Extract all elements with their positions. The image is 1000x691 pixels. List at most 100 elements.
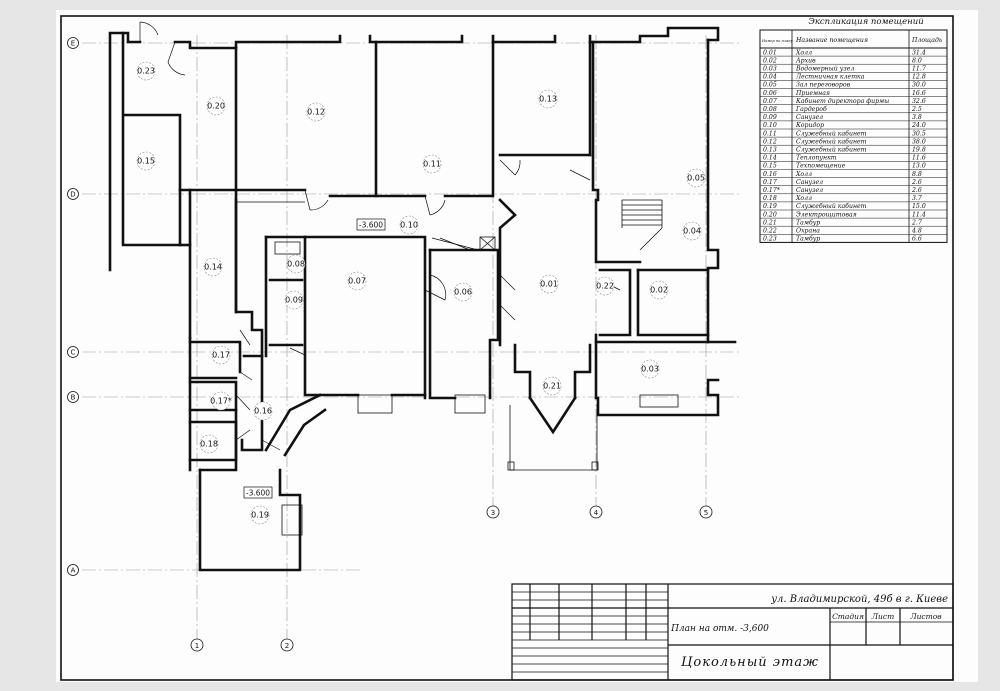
- table-cell: 2.7: [911, 219, 922, 226]
- table-cell: 0.03: [763, 66, 777, 73]
- room-marker: [595, 276, 615, 296]
- room-number: 0.14: [204, 263, 222, 272]
- table-cell: 0.14: [763, 155, 777, 162]
- stage-label: Стадия: [832, 612, 864, 621]
- drawing-name: План на отм. -3,600: [670, 624, 769, 634]
- room-marker: [453, 282, 473, 302]
- room-number: 0.17: [212, 351, 230, 360]
- table-cell: Санузел: [796, 187, 823, 194]
- sheets-label: Листов: [909, 612, 942, 621]
- room-label: 0.03: [640, 359, 660, 379]
- table-cell: 0.11: [763, 130, 777, 137]
- room-number: 0.17*: [210, 397, 232, 406]
- room-number: 0.01: [540, 280, 558, 289]
- table-cell: 13.0: [912, 163, 926, 170]
- room-number: 0.02: [650, 286, 668, 295]
- room-label: 0.10: [399, 215, 419, 235]
- room-number: 0.04: [683, 227, 701, 236]
- room-label: 0.11: [422, 154, 442, 174]
- table-cell: 8.8: [912, 171, 922, 178]
- grid-bubble-row: E: [67, 37, 79, 49]
- table-cell: 0.04: [763, 74, 777, 81]
- table-cell: 0.01: [763, 49, 777, 56]
- table-row: 0.16 Холл 8.8: [763, 171, 922, 178]
- room-marker: [538, 89, 558, 109]
- grid-bubble-row: C: [67, 346, 79, 358]
- table-header: Номер по плану: [761, 39, 794, 43]
- doors: [139, 21, 621, 451]
- table-cell: Санузел: [796, 114, 823, 121]
- sheet-label: Лист: [871, 612, 894, 621]
- room-number: 0.19: [251, 511, 269, 520]
- table-cell: 0.20: [763, 211, 777, 218]
- grid-bubble-col: 3: [486, 505, 500, 519]
- table-cell: 16.6: [912, 90, 926, 97]
- room-marker: [542, 376, 562, 396]
- room-number: 0.16: [254, 407, 272, 416]
- room-marker: [286, 254, 306, 274]
- room-marker: [211, 391, 231, 411]
- grid-bubble-col: 5: [699, 505, 713, 519]
- table-cell: 12.8: [912, 74, 926, 81]
- table-header: Площадь: [911, 37, 943, 44]
- room-marker: [199, 434, 219, 454]
- room-marker: [649, 280, 669, 300]
- table-cell: 0.23: [763, 236, 777, 243]
- table-cell: 0.06: [763, 90, 777, 97]
- table-cell: 0.22: [763, 228, 777, 235]
- room-label: 0.08: [286, 254, 306, 274]
- room-marker: [422, 154, 442, 174]
- grid-label: 2: [285, 642, 289, 650]
- room-label: 0.16: [253, 401, 273, 421]
- room-label: 0.17: [211, 345, 231, 365]
- table-cell: 19.8: [912, 147, 926, 154]
- table-cell: Техпомещение: [796, 163, 846, 170]
- table-cell: Теплопункт: [796, 155, 837, 162]
- table-cell: 30.0: [912, 82, 926, 89]
- grid-label: 1: [195, 642, 199, 650]
- table-cell: 0.15: [763, 163, 777, 170]
- room-marker: [136, 151, 156, 171]
- sheet-title: Цокольный этаж: [681, 655, 819, 670]
- table-cell: 2.6: [911, 179, 922, 186]
- room-label: 0.14: [203, 257, 223, 277]
- table-cell: Коридор: [795, 122, 824, 129]
- room-marker: [206, 96, 226, 116]
- room-number: 0.08: [287, 260, 305, 269]
- room-number: 0.06: [454, 288, 472, 297]
- room-label: 0.23: [136, 61, 156, 81]
- table-cell: 6.6: [912, 236, 922, 243]
- table-cell: 0.10: [763, 122, 777, 129]
- room-number: 0.10: [400, 221, 418, 230]
- grid-bubble-col: 2: [280, 638, 294, 652]
- room-marker: [253, 401, 273, 421]
- table-row: 0.10 Коридор 24.0: [763, 122, 926, 129]
- table-cell: 24.0: [911, 122, 926, 129]
- table-cell: Зал переговоров: [796, 82, 851, 89]
- room-number: 0.11: [423, 160, 441, 169]
- table-cell: 11.4: [912, 211, 926, 218]
- table-cell: Холл: [795, 171, 812, 178]
- room-label: 0.02: [649, 280, 669, 300]
- table-header: Название помещения: [795, 37, 868, 44]
- grid-bubble-row: D: [67, 188, 79, 200]
- table-cell: 0.13: [763, 147, 777, 154]
- room-number: 0.13: [539, 95, 557, 104]
- room-marker: [203, 257, 223, 277]
- table-cell: 0.16: [763, 171, 777, 178]
- table-cell: Электрощитовая: [796, 211, 857, 218]
- table-cell: 0.05: [763, 82, 777, 89]
- room-number: 0.15: [137, 157, 155, 166]
- room-label: 0.12: [306, 102, 326, 122]
- table-cell: 0.08: [763, 106, 777, 113]
- room-number: 0.05: [687, 174, 705, 183]
